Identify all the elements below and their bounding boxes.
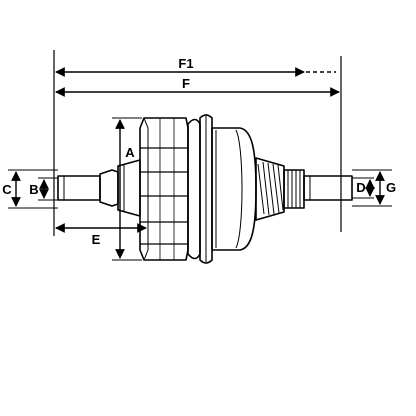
right-shaft bbox=[303, 175, 353, 201]
label-d: D bbox=[356, 180, 365, 195]
splined-shaft bbox=[255, 157, 285, 221]
bushing-collar bbox=[283, 169, 305, 209]
dimension-lines bbox=[11, 67, 385, 259]
label-c: C bbox=[2, 182, 12, 197]
label-f: F bbox=[182, 76, 190, 91]
pinion-cap bbox=[117, 159, 141, 217]
pinion-gear bbox=[139, 117, 189, 261]
label-e: E bbox=[92, 232, 101, 247]
left-shaft bbox=[57, 169, 119, 207]
label-g: G bbox=[386, 180, 396, 195]
dimension-labels: F1 F A B C E D G bbox=[2, 56, 396, 247]
clutch-rings bbox=[187, 114, 213, 264]
label-a: A bbox=[125, 145, 135, 160]
label-b: B bbox=[29, 182, 38, 197]
clutch-housing bbox=[211, 127, 257, 251]
extension-lines bbox=[8, 50, 392, 261]
label-f1: F1 bbox=[178, 56, 193, 71]
starter-drive-part bbox=[57, 114, 353, 264]
